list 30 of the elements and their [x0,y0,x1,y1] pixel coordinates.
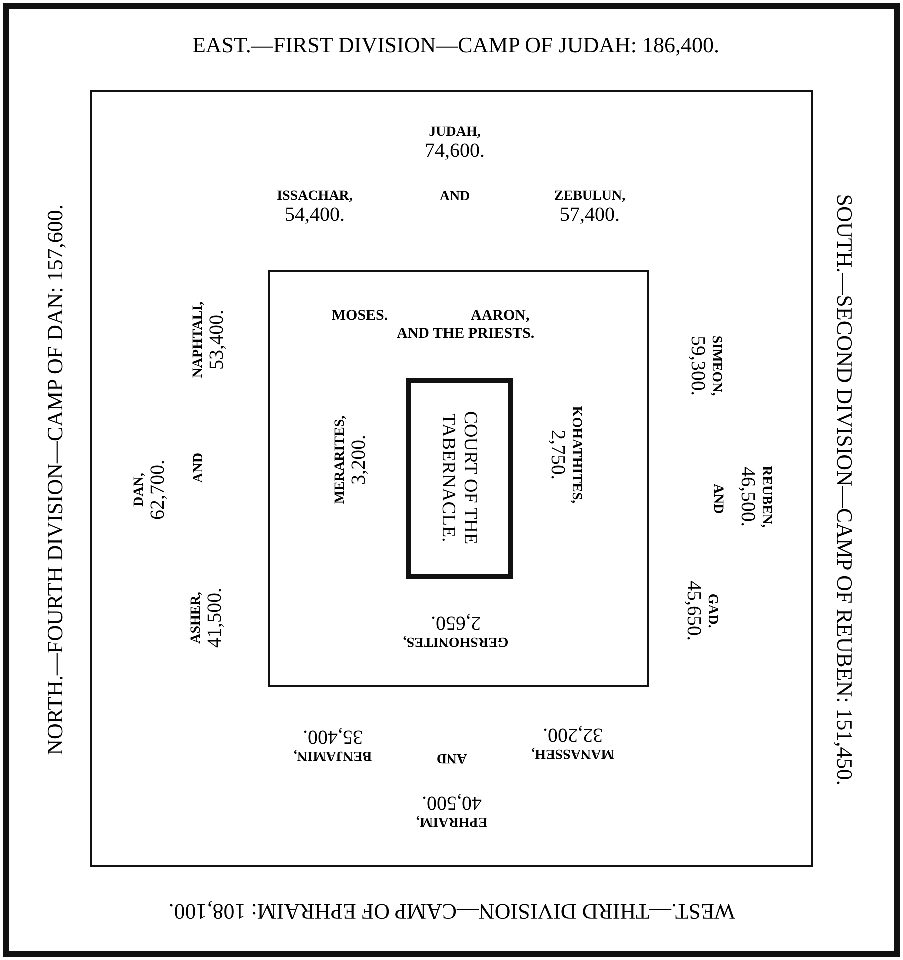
tribe-label: SIMEON, 59,300. [687,336,723,396]
court-rectangle [406,378,513,579]
division-heading: NORTH.—FOURTH DIVISION—CAMP OF DAN: 157,600. [43,204,67,756]
name-label: MOSES. [332,307,388,325]
division-heading: WEST.—THIRD DIVISION—CAMP OF EPHRAIM: 108,100. [168,900,736,924]
tribe-label: ZEBULUN, 57,400. [554,190,626,226]
division-heading: EAST.—FIRST DIVISION—CAMP OF JUDAH: 186,400. [192,33,720,57]
tribe-label: EPHRAIM, 40,500. [416,792,488,828]
connective-word: AND [192,452,208,484]
tribe-label: REUBEN, 46,500. [737,466,773,528]
division-heading: SOUTH.—SECOND DIVISION—CAMP OF REUBEN: 151,450. [833,194,857,786]
tribe-label: MANASSEH, 32,200. [532,724,614,760]
tribe-label: BENJAMIN, 35,400. [294,726,372,762]
tribe-label: NAPHTALI, 53,400. [192,302,228,378]
tribe-label: GAD. 45,650. [683,581,719,641]
camp-square [90,90,813,867]
levite-square [268,270,649,687]
name-label: AARON, AND THE PRIESTS. [397,307,536,343]
tribe-label: ASHER, 41,500. [190,588,226,648]
connective-word: AND [710,484,724,514]
connective-word: AND [440,190,470,206]
tribe-label: ISSACHAR, 54,400. [277,190,353,226]
connective-word: AND [436,750,468,764]
tribe-label: MERARITES, 3,200. [334,416,370,504]
tribe-label: JUDAH, 74,600. [425,126,485,162]
tribe-label: GERSHONITES, 2,650. [403,612,509,648]
page-frame [3,3,900,957]
tribe-label: DAN, 62,700. [133,460,169,520]
court-label: COURT OF THE TABERNACLE. [437,410,481,547]
tribe-label: KOHATHITES, 2,750. [547,406,583,504]
